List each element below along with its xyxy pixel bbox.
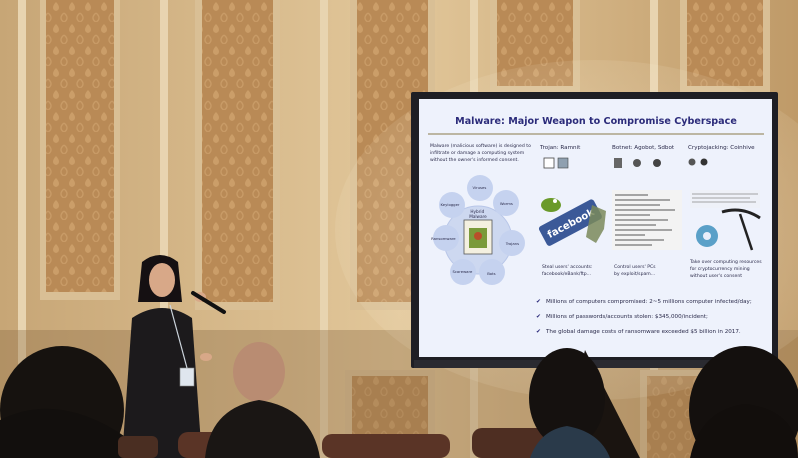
diagram-node-bots (479, 259, 505, 285)
check-icon: ✔ (536, 314, 541, 320)
pickaxe-icon (721, 208, 761, 220)
bullet-list: ✔ Millions of computers compromised: 2~5… (536, 299, 752, 335)
diagram-node-scareware (450, 259, 476, 285)
botnet-code-image (612, 190, 682, 250)
column-headings: Trojan: Ramnit Botnet: Agobot, Sdbot Cry… (539, 145, 755, 151)
svg-text:Hybrid Malware: Hybrid Malware (469, 209, 487, 219)
trojan-monster (586, 205, 606, 243)
intro-line-3: without the owner's informed consent. (430, 157, 519, 163)
heading-cryptojacking: Cryptojacking: Coinhive (688, 145, 755, 151)
diagram-node-ransomware (433, 225, 459, 251)
bullet-3: The global damage costs of ransomware ex… (545, 329, 741, 335)
chair-back-3 (322, 434, 450, 458)
chair-back-1 (118, 436, 158, 458)
malware-diagram: Hybrid Malware Viruses Worms Trojans Bot… (431, 175, 525, 285)
intro-line-1: Malware (malicious software) is designed… (430, 143, 531, 149)
center-label-1: Hybrid (470, 209, 484, 214)
diagram-node-viruses (467, 175, 493, 201)
audience-shoulders (205, 400, 320, 458)
center-label-2: Malware (469, 214, 487, 219)
slide-title: Malware: Major Weapon to Compromise Cybe… (455, 116, 737, 127)
caption-crypto-1: Take over computing resources (689, 259, 762, 265)
facebook-banner (538, 199, 602, 246)
caption-trojan-1: Steal users' accounts: (542, 264, 593, 270)
speaker-hair-front (146, 260, 178, 268)
label-keylogger: Keylogger (441, 202, 460, 207)
label-trojans: Trojans (505, 241, 519, 246)
caption-botnet-2: by exploit/spam... (614, 271, 655, 277)
label-bots: Bots (487, 271, 495, 276)
window-icon (543, 157, 555, 169)
bot-icon-3 (653, 159, 661, 167)
microphone-icon (191, 291, 226, 314)
heading-icons (543, 157, 708, 169)
audience (0, 342, 798, 458)
intro-line-2: infiltrate or damage a computing system (430, 150, 525, 156)
caption-botnet-1: Control users' PCs (614, 264, 656, 270)
speaker-badge (179, 367, 195, 387)
caption-crypto-2: for cryptocurrency mining (690, 266, 750, 272)
bot-icon-1 (614, 158, 622, 168)
bot-icon-2 (633, 159, 641, 167)
cryptojacking-illustration (690, 190, 761, 251)
grid-icon (557, 157, 569, 169)
bullet-2: Millions of passwords/accounts stolen: $… (546, 314, 708, 320)
diagram-node-keylogger (439, 192, 465, 218)
label-scareware: Scareware (452, 269, 473, 274)
slide-intro: Malware (malicious software) is designed… (430, 143, 532, 163)
heading-botnet: Botnet: Agobot, Sdbot (612, 145, 675, 151)
speaker (122, 255, 226, 458)
audience-head-bald (233, 342, 285, 402)
coin-icon-1 (688, 158, 696, 166)
caption-trojan-2: facebook/eBank/ftp... (542, 271, 591, 277)
caption-crypto-3: without user's consent (690, 273, 742, 279)
speaker-face (149, 263, 175, 297)
check-icon: ✔ (536, 299, 541, 305)
label-worms: Worms (500, 201, 513, 206)
diagram-node-trojans (499, 230, 525, 256)
column-captions: Steal users' accounts: facebook/eBank/ft… (542, 259, 763, 279)
coin-icon-2 (700, 158, 708, 166)
audience-head-center (529, 348, 605, 448)
slide: Malware: Major Weapon to Compromise Cybe… (428, 116, 764, 335)
label-ransomware: Ransomware (431, 236, 456, 241)
speaker-body (122, 308, 202, 458)
svg-text:Viruses Worms: Viruses Worms Trojans Bots Scareware Ran… (431, 185, 520, 276)
bullet-1: Millions of computers compromised: 2~5 m… (546, 299, 752, 305)
worm-icon (541, 198, 561, 212)
check-icon: ✔ (536, 329, 541, 335)
diagram-node-worms (493, 190, 519, 216)
label-viruses: Viruses (472, 185, 486, 190)
heading-trojan: Trojan: Ramnit (539, 145, 581, 151)
